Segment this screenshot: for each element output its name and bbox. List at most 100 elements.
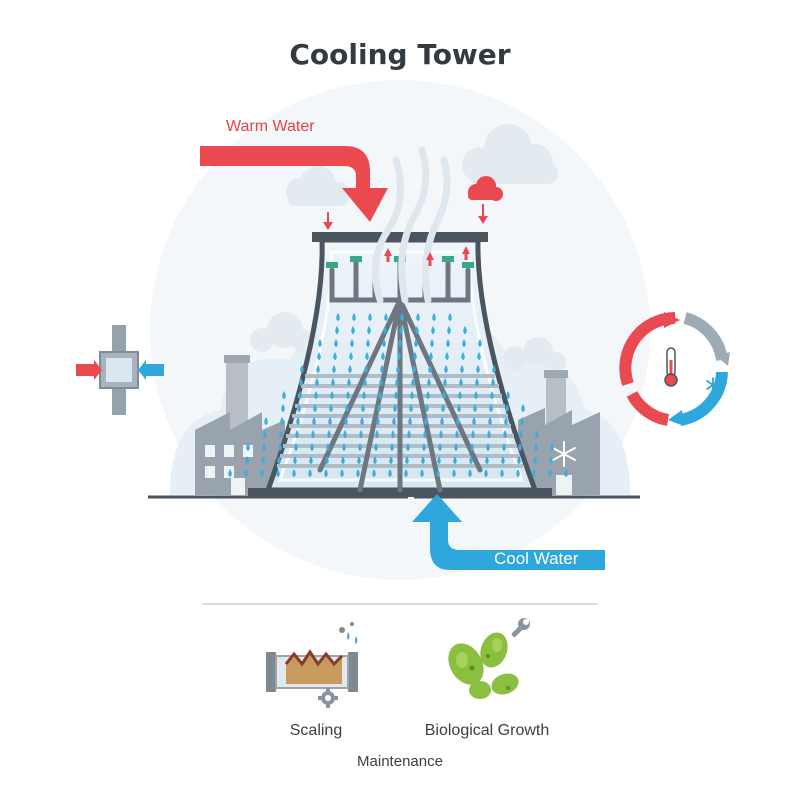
water-droplet xyxy=(344,417,348,425)
water-droplet xyxy=(549,456,553,464)
water-droplet xyxy=(431,326,435,334)
water-droplet xyxy=(388,469,392,477)
water-droplet xyxy=(350,339,354,347)
water-droplet xyxy=(260,469,264,477)
water-droplet xyxy=(389,456,393,464)
water-droplet xyxy=(426,391,430,399)
water-droplet xyxy=(357,456,361,464)
water-droplet xyxy=(550,443,554,451)
water-droplet xyxy=(444,365,448,373)
water-droplet xyxy=(396,365,400,373)
water-droplet xyxy=(261,456,265,464)
water-droplet xyxy=(454,443,458,451)
water-droplet xyxy=(276,469,280,477)
water-droplet xyxy=(313,404,317,412)
water-droplet xyxy=(382,339,386,347)
gear-icon xyxy=(318,688,338,708)
water-droplet xyxy=(335,326,339,334)
water-droplet xyxy=(392,417,396,425)
water-droplet xyxy=(473,404,477,412)
cloud-icon xyxy=(503,337,566,372)
water-droplet xyxy=(427,378,431,386)
water-droplet xyxy=(414,339,418,347)
water-droplet xyxy=(411,378,415,386)
water-droplet xyxy=(326,443,330,451)
water-droplet xyxy=(334,339,338,347)
water-droplet xyxy=(504,417,508,425)
water-droplet xyxy=(384,313,388,321)
water-droplet xyxy=(372,469,376,477)
water-droplet xyxy=(375,430,379,438)
water-droplet xyxy=(407,430,411,438)
water-droplet xyxy=(281,404,285,412)
water-droplet xyxy=(487,430,491,438)
water-droplet xyxy=(405,456,409,464)
water-droplet xyxy=(502,443,506,451)
water-droplet xyxy=(324,469,328,477)
water-droplet xyxy=(410,391,414,399)
water-droplet xyxy=(474,391,478,399)
water-droplet xyxy=(457,404,461,412)
water-droplet xyxy=(416,313,420,321)
water-droplet xyxy=(373,456,377,464)
water-droplet xyxy=(425,404,429,412)
water-droplet xyxy=(445,352,449,360)
water-droplet xyxy=(349,352,353,360)
water-droplet xyxy=(461,352,465,360)
water-droplet xyxy=(374,443,378,451)
water-droplet xyxy=(246,443,250,451)
water-droplet xyxy=(506,391,510,399)
water-droplet xyxy=(470,443,474,451)
water-droplet xyxy=(362,391,366,399)
water-droplet xyxy=(459,378,463,386)
scaling-pipe-icon xyxy=(266,622,358,708)
water-droplet xyxy=(329,404,333,412)
water-droplet xyxy=(430,339,434,347)
water-droplet xyxy=(332,365,336,373)
water-droplet xyxy=(263,430,267,438)
water-droplet xyxy=(452,469,456,477)
warm-water-label: Warm Water xyxy=(226,118,315,135)
water-droplet xyxy=(376,417,380,425)
water-droplet xyxy=(299,378,303,386)
cloud-icon xyxy=(286,166,350,206)
water-droplet xyxy=(442,391,446,399)
factory-right-icon xyxy=(518,370,600,495)
water-droplet xyxy=(367,326,371,334)
maintenance-heading: Maintenance xyxy=(357,753,443,770)
water-droplet xyxy=(278,443,282,451)
water-droplet xyxy=(363,378,367,386)
water-droplet xyxy=(491,378,495,386)
water-droplet xyxy=(348,365,352,373)
water-droplet xyxy=(548,469,552,477)
water-droplet xyxy=(428,365,432,373)
water-droplet xyxy=(519,430,523,438)
water-droplet xyxy=(378,391,382,399)
water-droplet xyxy=(377,404,381,412)
water-droplet xyxy=(472,417,476,425)
water-droplet xyxy=(489,404,493,412)
water-droplet xyxy=(476,365,480,373)
water-droplet xyxy=(294,443,298,451)
water-droplet xyxy=(463,326,467,334)
water-droplet xyxy=(400,313,404,321)
water-droplet xyxy=(441,404,445,412)
water-droplet xyxy=(446,339,450,347)
water-droplet xyxy=(352,313,356,321)
water-droplet xyxy=(438,443,442,451)
water-droplet xyxy=(468,469,472,477)
water-droplet xyxy=(340,469,344,477)
water-droplet xyxy=(314,391,318,399)
water-droplet xyxy=(346,391,350,399)
water-droplet xyxy=(359,430,363,438)
water-droplet xyxy=(361,404,365,412)
water-droplet xyxy=(437,456,441,464)
water-droplet xyxy=(330,391,334,399)
water-droplet xyxy=(311,430,315,438)
water-droplet xyxy=(521,404,525,412)
water-droplet xyxy=(440,417,444,425)
water-droplet xyxy=(397,352,401,360)
water-droplet xyxy=(300,365,304,373)
water-droplet xyxy=(309,456,313,464)
water-droplet xyxy=(279,430,283,438)
